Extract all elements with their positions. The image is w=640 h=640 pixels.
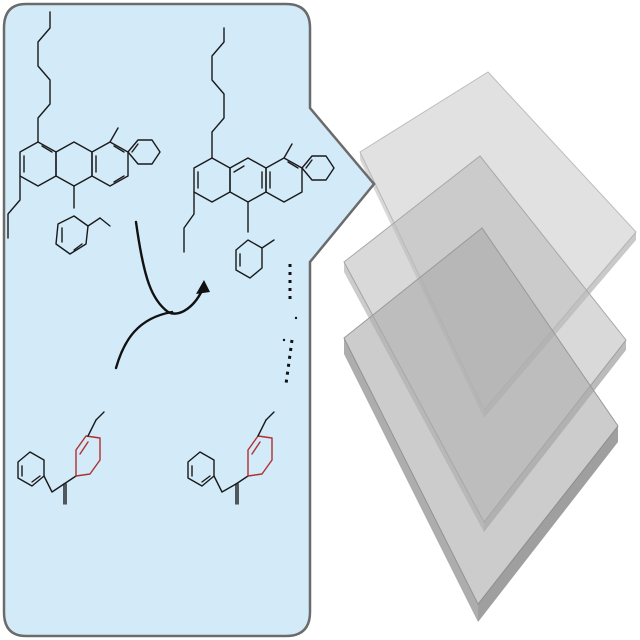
alkyl-chain-bottom [7, 175, 21, 239]
bottom-right-molecule [187, 451, 249, 505]
contact-dots [282, 316, 298, 342]
bottom-left-highlight [75, 435, 101, 477]
aryl-ring-highlight [75, 435, 101, 477]
dashed-contacts [284, 264, 294, 385]
callout-bubble [2, 2, 376, 638]
reaction-arrow [114, 220, 210, 370]
alkyl-chain-top [37, 11, 51, 143]
tolyl-ring [55, 215, 89, 255]
bottom-left-molecule [17, 451, 77, 505]
film-stack [343, 71, 637, 622]
phenyl-right [301, 155, 335, 181]
top-left-molecule [7, 11, 161, 255]
alkyl-chain-bottom [183, 191, 195, 253]
bottom-right-highlight [247, 435, 273, 477]
tolyl-ring [235, 239, 263, 279]
alkyl-chain-top [211, 27, 225, 159]
phenyl-right [127, 139, 161, 165]
arrow-head-icon [196, 280, 210, 294]
film-layer-front [343, 227, 619, 622]
aryl-ring-highlight [247, 435, 273, 477]
top-right-molecule [183, 27, 335, 279]
